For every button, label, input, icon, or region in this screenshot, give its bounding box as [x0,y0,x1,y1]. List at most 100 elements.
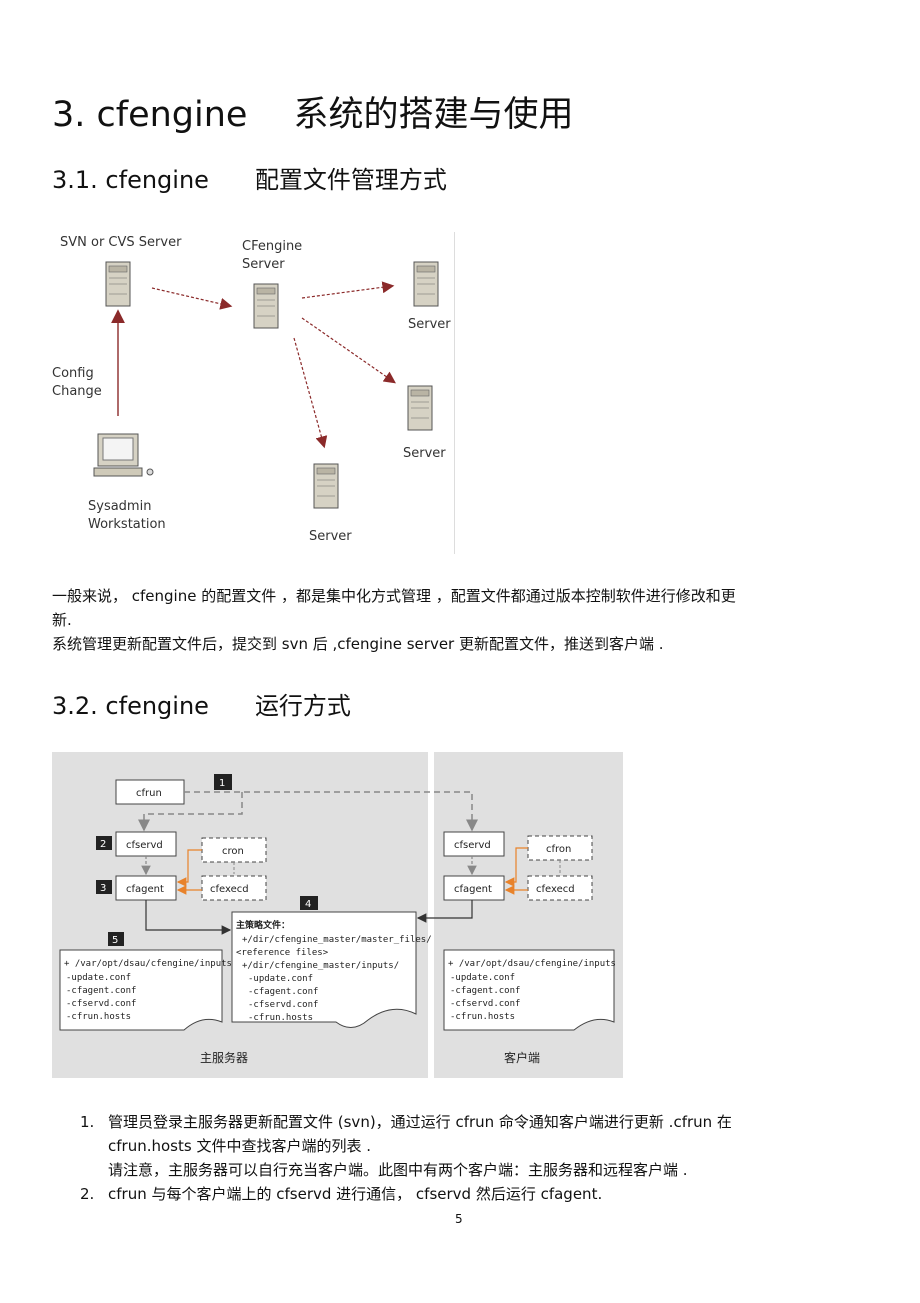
arrow-cron-to-cfagent-left [176,849,202,887]
cfengine-server-label-1: CFengine [242,239,302,254]
main-heading-text: 系统的搭建与使用 [293,95,574,135]
badge-3 [96,880,112,894]
list-item-number: 2. [80,1185,95,1203]
badge-4 [300,896,318,910]
figure-2-diagram: cfrun 1 2 3 4 5 cfservd cron cfagent cfe… [52,752,623,1078]
section-1-heading: 3.1. cfengine 配置文件管理方式 [52,160,447,195]
badge-2 [96,836,112,850]
paragraph-1: 一般来说， cfengine 的配置文件 ，都是集中化方式管理 ，配置文件都通过… [52,584,852,656]
figure-config-management: SVN or CVS Server CFengine Server Server… [52,232,455,554]
list-item: 2. cfrun 与每个客户端上的 cfservd 进行通信， cfservd … [80,1182,840,1206]
section-1-text: 配置文件管理方式 [254,166,447,194]
policy-document [231,911,417,1028]
cfexecd-left-label: cfexecd [210,884,249,895]
server-right-mid-icon [407,385,433,431]
policy-line-4: -update.conf [248,974,313,984]
left-doc-line-1: + /var/opt/dsau/cfengine/inputs [64,959,232,969]
arrow-cfengine-to-right-mid [301,317,396,384]
cfrun-label: cfrun [136,788,162,799]
list-item: 1. 管理员登录主服务器更新配置文件 (svn)，通过运行 cfrun 命令通知… [80,1110,840,1182]
main-heading: 3. cfengine 系统的搭建与使用 [52,86,573,137]
client-panel-label: 客户端 [504,1050,540,1065]
cfengine-server-icon [253,283,279,329]
sysadmin-label-1: Sysadmin [88,499,151,514]
server-bottom-label: Server [309,529,352,544]
config-change-label-2: Change [52,384,102,399]
left-doc-line-2: -update.conf [66,973,131,983]
server-bottom-icon [313,463,339,509]
right-doc-line-5: -cfrun.hosts [450,1012,515,1022]
steps-list: 1. 管理员登录主服务器更新配置文件 (svn)，通过运行 cfrun 命令通知… [80,1110,840,1206]
badge-5-label: 5 [112,935,118,946]
page-number: 5 [455,1212,463,1226]
left-doc-line-3: -cfagent.conf [66,986,136,996]
paragraph-1-line-1: 一般来说， cfengine 的配置文件 ，都是集中化方式管理 ，配置文件都通过… [52,587,736,605]
server-right-mid-label: Server [403,446,446,461]
policy-line-7: -cfrun.hosts [248,1013,313,1023]
cfrun-box [115,779,185,805]
cron-right-label: cfron [546,844,571,855]
arrow-cfengine-to-right-top [301,281,395,299]
master-panel-label: 主服务器 [200,1050,248,1065]
arrow-cfengine-to-bottom [293,337,328,449]
cfrun-dashed-link-right [184,791,478,832]
paragraph-1-line-2: 新. [52,611,72,629]
badge-2-label: 2 [100,839,106,850]
cfengine-server-label-2: Server [242,257,285,272]
right-doc-line-1: + /var/opt/dsau/cfengine/inputs [448,959,616,969]
left-doc-line-5: -cfrun.hosts [66,1012,131,1022]
badge-3-label: 3 [100,883,106,894]
arrow-cron-to-cfagent-right [504,847,528,887]
list-item-2-line-1: cfrun 与每个客户端上的 cfservd 进行通信， cfservd 然后运… [108,1185,603,1203]
policy-line-3: +/dir/cfengine_master/inputs/ [242,961,399,971]
list-item-1-line-1: 管理员登录主服务器更新配置文件 (svn)，通过运行 cfrun 命令通知客户端… [108,1113,732,1131]
paragraph-1-line-3: 系统管理更新配置文件后，提交到 svn 后 ,cfengine server 更… [52,635,664,653]
main-heading-number: 3. cfengine [52,95,248,135]
server-right-top-label: Server [408,317,451,332]
policy-line-5: -cfagent.conf [248,987,318,997]
list-item-1-line-2: cfrun.hosts 文件中查找客户端的列表 . [108,1137,371,1155]
section-1-number: 3.1. cfengine [52,166,209,194]
server-right-top-icon [413,261,439,307]
policy-line-1: +/dir/cfengine_master/master_files/ [242,935,432,945]
sysadmin-label-2: Workstation [88,517,166,532]
config-change-label-1: Config [52,366,94,381]
cfrun-dashed-link-left [138,792,243,832]
left-doc-line-4: -cfservd.conf [66,999,136,1009]
cfagent-right-box [443,875,505,901]
cfagent-right-label: cfagent [454,884,492,895]
figure-1-diagram: SVN or CVS Server CFengine Server Server… [52,235,451,544]
right-doc-line-2: -update.conf [450,973,515,983]
cfservd-left-label: cfservd [126,840,163,851]
badge-1 [214,774,232,790]
badge-5 [108,932,124,946]
right-doc-line-4: -cfservd.conf [450,999,520,1009]
policy-line-6: -cfservd.conf [248,1000,318,1010]
cfexecd-right-box [527,875,593,901]
cron-left-label: cron [222,846,244,857]
right-document [443,949,615,1031]
svn-server-icon [105,261,131,307]
cfagent-left-label: cfagent [126,884,164,895]
figure-run-mode: cfrun 1 2 3 4 5 cfservd cron cfagent cfe… [52,752,623,1078]
policy-title: 主策略文件： [236,919,290,931]
left-document [59,949,223,1031]
badge-1-label: 1 [219,778,225,789]
workstation-icon [93,433,154,477]
list-item-number: 1. [80,1113,95,1131]
arrow-cfagent-left-to-policy [145,900,232,935]
arrow-svn-to-cfengine [151,287,233,310]
section-2-heading: 3.2. cfengine 运行方式 [52,686,351,721]
cfservd-right-box [443,831,505,857]
arrow-cfagent-right-to-policy [416,900,473,923]
badge-4-label: 4 [305,899,311,910]
policy-line-2: <reference files> [236,948,329,958]
right-doc-line-3: -cfagent.conf [450,986,520,996]
cfexecd-right-label: cfexecd [536,884,575,895]
section-2-number: 3.2. cfengine [52,692,209,720]
section-2-text: 运行方式 [254,692,351,720]
svn-server-label: SVN or CVS Server [60,235,182,250]
cfexecd-left-box [201,875,267,901]
cron-right-box [527,835,593,861]
list-item-1-line-3: 请注意，主服务器可以自行充当客户端。此图中有两个客户端：主服务器和远程客户端 . [108,1161,688,1179]
